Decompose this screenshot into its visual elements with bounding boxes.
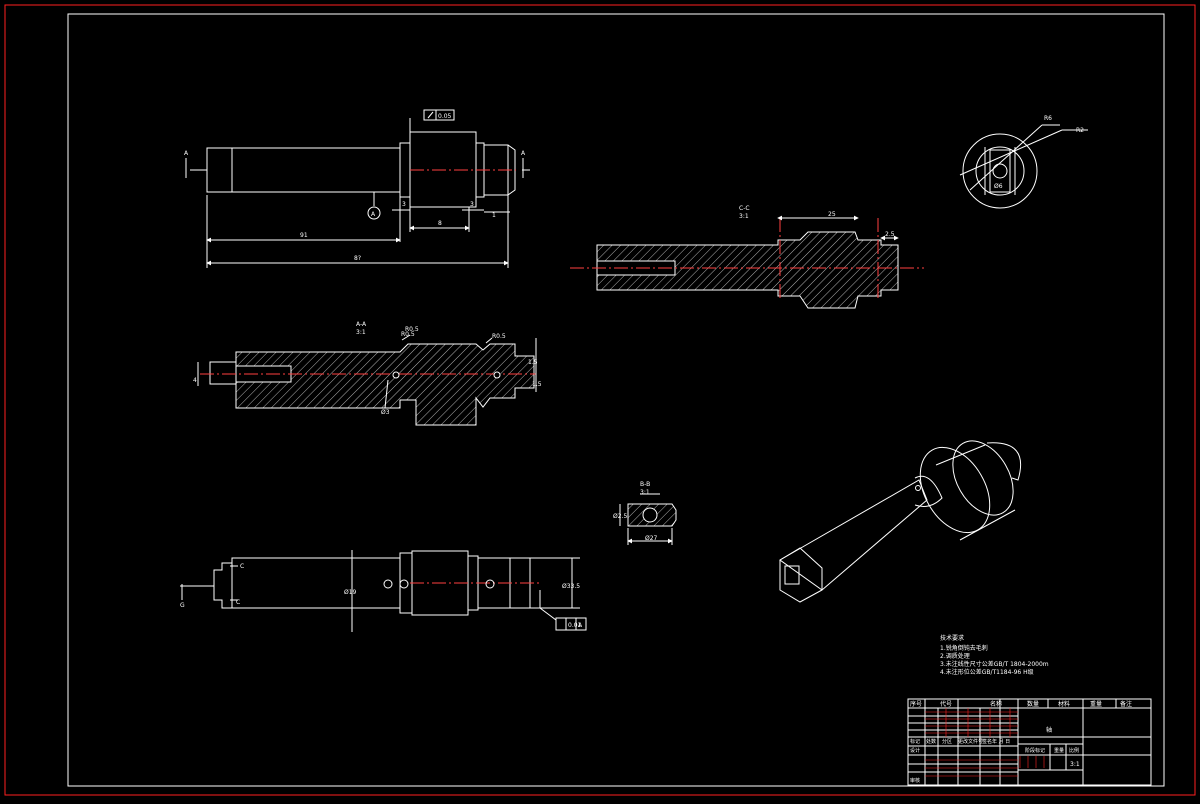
dim-top-step-2: 3: [470, 201, 474, 208]
dim-top-step-3: 1: [492, 212, 496, 219]
note-line-3: 3.未注线性尺寸公差GB/T 1804-2000m: [940, 660, 1049, 668]
tb-row-count: 处数: [926, 738, 936, 745]
front-section-c2: C: [236, 599, 240, 606]
tb-header-name: 名称: [990, 700, 1002, 708]
tb-part-name: 轴: [1046, 726, 1052, 734]
dim-aa-w1: 1.5: [528, 359, 538, 366]
top-view: [185, 109, 530, 268]
dim-top-length-2: 8?: [354, 255, 361, 262]
dim-aa-w2: 1.5: [532, 381, 542, 388]
section-aa-view: [197, 334, 537, 426]
note-line-4: 4.未注形位公差GB/T1184-96 H级: [940, 668, 1034, 676]
dim-top-length-1: 91: [300, 232, 308, 239]
section-bb-view: [619, 493, 677, 545]
tb-row-mark: 标记: [910, 738, 920, 745]
round-end-view: [959, 124, 1088, 209]
section-aa-title: A-A: [356, 321, 367, 328]
tb-weight: 重量: [1054, 747, 1064, 754]
front-view: [180, 550, 587, 632]
dim-cc-length: 25: [828, 211, 836, 218]
dim-top-step-1: 3: [402, 201, 406, 208]
section-cc-view: [570, 215, 924, 309]
flatness-value: 0.05: [438, 113, 452, 120]
tb-header-weight: 重量: [1090, 700, 1102, 708]
dim-cc-step: 2.5: [885, 231, 895, 238]
dim-bb-width: Ø27: [645, 535, 658, 542]
tb-row-date: 年 月 日: [992, 738, 1010, 745]
tb-header-qty: 数量: [1027, 700, 1039, 708]
outer-frame: [4, 4, 1196, 796]
tb-row-sign: 签名: [982, 738, 992, 745]
dim-round-r2: R2: [1076, 127, 1084, 134]
tb-scale-label: 比例: [1069, 747, 1079, 754]
dim-aa-r1: R0.5: [401, 331, 415, 338]
note-line-2: 2.调质处理: [940, 652, 970, 660]
section-a-right: A: [521, 150, 526, 157]
tb-row-zone: 分区: [942, 738, 952, 745]
section-cc-scale: 3:1: [739, 213, 749, 220]
section-bb-title: B-B: [640, 481, 650, 488]
dim-aa-r2: R0.5: [405, 326, 419, 333]
isometric-view: [779, 440, 1022, 603]
tb-design: 设计: [910, 747, 920, 754]
section-a-left: A: [184, 150, 189, 157]
section-bb-scale: 3:1: [640, 489, 650, 496]
datum-label: A: [371, 211, 376, 218]
tb-header-no: 序号: [910, 700, 922, 708]
tb-header-material: 材料: [1058, 700, 1070, 708]
tb-scale: 3:1: [1070, 761, 1080, 768]
tb-header-remark: 备注: [1120, 700, 1132, 708]
section-aa-scale: 3:1: [356, 329, 366, 336]
runout-datum: A: [578, 622, 583, 629]
dim-top-collar: 8: [438, 220, 442, 227]
front-section-c1: C: [240, 563, 244, 570]
dim-front-dia: Ø19: [344, 589, 357, 596]
dim-round-r1: R6: [1044, 115, 1052, 122]
dim-aa-r3: R0.5: [492, 333, 506, 340]
dim-aa-hole: Ø3: [381, 409, 390, 416]
inner-frame: [67, 13, 1165, 787]
front-section-g: G: [180, 602, 185, 609]
runout-value: 0.01: [568, 622, 582, 629]
tb-stage: 阶段标记: [1025, 747, 1045, 754]
note-line-1: 1.锐角倒钝去毛刺: [940, 644, 988, 652]
tb-header-code: 代号: [940, 700, 952, 708]
tb-review: 审核: [910, 777, 920, 784]
notes-title: 技术要求: [940, 634, 964, 642]
tb-row-change: 更改文件号: [958, 738, 983, 745]
dim-aa-bore: 4: [193, 377, 197, 384]
title-block: [907, 698, 1152, 786]
dim-round-hole: Ø6: [994, 183, 1003, 190]
dim-bb-hole: Ø2.5: [613, 513, 627, 520]
section-cc-title: C-C: [739, 205, 750, 212]
dim-front-dia2: Ø33.5: [562, 583, 580, 590]
